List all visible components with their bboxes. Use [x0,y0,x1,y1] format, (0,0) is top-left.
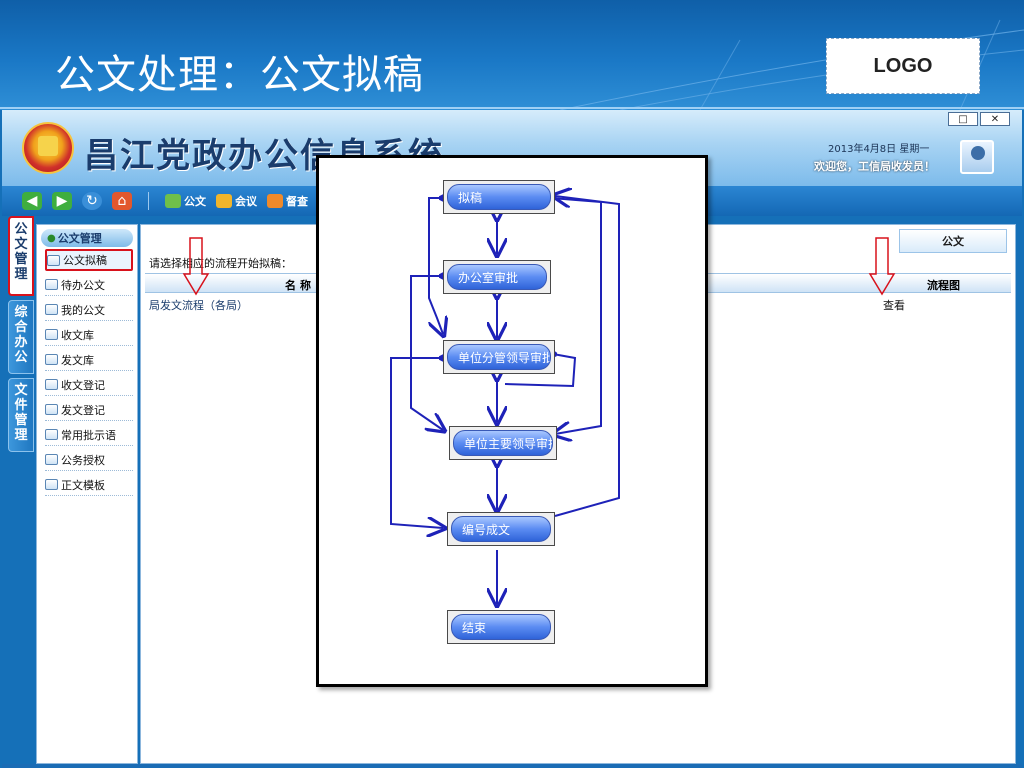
sidebar-item-my-documents[interactable]: 我的公文 [45,299,133,321]
sidebar-item-label: 我的公文 [61,303,105,317]
gear-icon: ● [47,232,56,244]
sidebar-item-label: 正文模板 [61,478,105,492]
flow-node-end: 结束 [447,610,555,644]
national-emblem-icon [22,122,74,174]
toolbar-meeting-label: 会议 [235,195,257,208]
toolbar-inspect-button[interactable]: 督查 [267,193,308,209]
instruction-text: 请选择相应的流程开始拟稿： [149,257,292,270]
authorization-icon [45,454,58,465]
flow-node-label: 拟稿 [447,184,551,210]
register-out-icon [45,404,58,415]
inbox-icon [45,329,58,340]
sidebar-header[interactable]: ● 公文管理 [41,229,133,247]
tab-document-management[interactable]: 公文管理 [8,216,34,296]
document-icon [165,194,181,208]
sidebar-item-authorization[interactable]: 公务授权 [45,449,133,471]
forward-arrow-icon[interactable]: ▶ [52,192,72,210]
flow-node-numbering: 编号成文 [447,512,555,546]
sidebar-item-label: 发文登记 [61,403,105,417]
tab-file-management[interactable]: 文件管理 [8,378,34,452]
toolbar-document-label: 公文 [184,195,206,208]
sidebar: ● 公文管理 公文拟稿 待办公文 我的公文 收文库 发文库 收文登记 [36,224,138,764]
sidebar-item-received-library[interactable]: 收文库 [45,324,133,346]
refresh-icon[interactable]: ↻ [82,192,102,210]
vertical-tabs: 公文管理 综合办公 文件管理 [8,216,36,764]
sidebar-item-sent-library[interactable]: 发文库 [45,349,133,371]
tab-document[interactable]: 公文 [899,229,1007,253]
window-controls: □ ✕ [948,112,1010,126]
back-arrow-icon[interactable]: ◀ [22,192,42,210]
sidebar-item-received-register[interactable]: 收文登记 [45,374,133,396]
maximize-button[interactable]: □ [948,112,978,126]
sidebar-item-pending[interactable]: 待办公文 [45,274,133,296]
sidebar-item-label: 常用批示语 [61,428,116,442]
template-icon [45,479,58,490]
tab-general-office[interactable]: 综合办公 [8,300,34,374]
slide-title: 公文处理：公文拟稿 [55,52,424,98]
sidebar-item-common-instructions[interactable]: 常用批示语 [45,424,133,446]
sidebar-item-label: 公务授权 [61,453,105,467]
logo-placeholder: LOGO [826,38,980,94]
column-header-name: 名称 [285,279,315,292]
sidebar-item-draft[interactable]: 公文拟稿 [45,249,133,271]
close-button[interactable]: ✕ [980,112,1010,126]
callout-arrow-down-icon [182,237,210,296]
callout-arrow-down-icon [868,237,896,296]
toolbar-separator [148,192,149,210]
sidebar-item-label: 发文库 [61,353,94,367]
sidebar-header-label: 公文管理 [57,232,102,245]
toolbar-inspect-label: 督查 [286,195,308,208]
sidebar-item-label: 公文拟稿 [63,254,107,267]
flow-node-label: 单位分管领导审批 [447,344,551,370]
flow-node-chief-leader-approval: 单位主要领导审批 [449,426,557,460]
user-avatar-icon[interactable] [960,140,994,174]
toolbar-document-button[interactable]: 公文 [165,193,206,209]
my-documents-icon [45,304,58,315]
sidebar-item-label: 收文登记 [61,378,105,392]
date-display: 2013年4月8日 星期一 [828,144,930,155]
flowchart-panel: 拟稿 办公室审批 单位分管领导审批 单位主要领导审批 编号成文 结束 [316,155,708,687]
register-in-icon [45,379,58,390]
toolbar-meeting-button[interactable]: 会议 [216,193,257,209]
meeting-icon [216,194,232,208]
flow-node-label: 办公室审批 [447,264,547,290]
workflow-link[interactable]: 局发文流程（各局） [149,299,248,312]
instructions-icon [45,429,58,440]
column-header-flowchart: 流程图 [927,279,960,292]
flow-node-label: 单位主要领导审批 [453,430,553,456]
flow-node-draft: 拟稿 [443,180,555,214]
sidebar-item-templates[interactable]: 正文模板 [45,474,133,496]
status-bar [2,764,1022,768]
outbox-icon [45,354,58,365]
flow-node-deputy-leader-approval: 单位分管领导审批 [443,340,555,374]
sidebar-item-label: 待办公文 [61,278,105,292]
welcome-message: 欢迎您，工信局收发员！ [814,160,935,173]
view-flowchart-link[interactable]: 查看 [883,299,905,312]
sidebar-item-label: 收文库 [61,328,94,342]
pending-icon [45,279,58,290]
flow-node-office-approval: 办公室审批 [443,260,551,294]
flow-node-label: 编号成文 [451,516,551,542]
flow-node-label: 结束 [451,614,551,640]
sidebar-item-sent-register[interactable]: 发文登记 [45,399,133,421]
flowchart-arrows [390,158,620,684]
inspect-icon [267,194,283,208]
draft-icon [47,254,60,266]
slide-header: 公文处理：公文拟稿 LOGO [0,0,1024,110]
home-icon[interactable]: ⌂ [112,192,132,210]
